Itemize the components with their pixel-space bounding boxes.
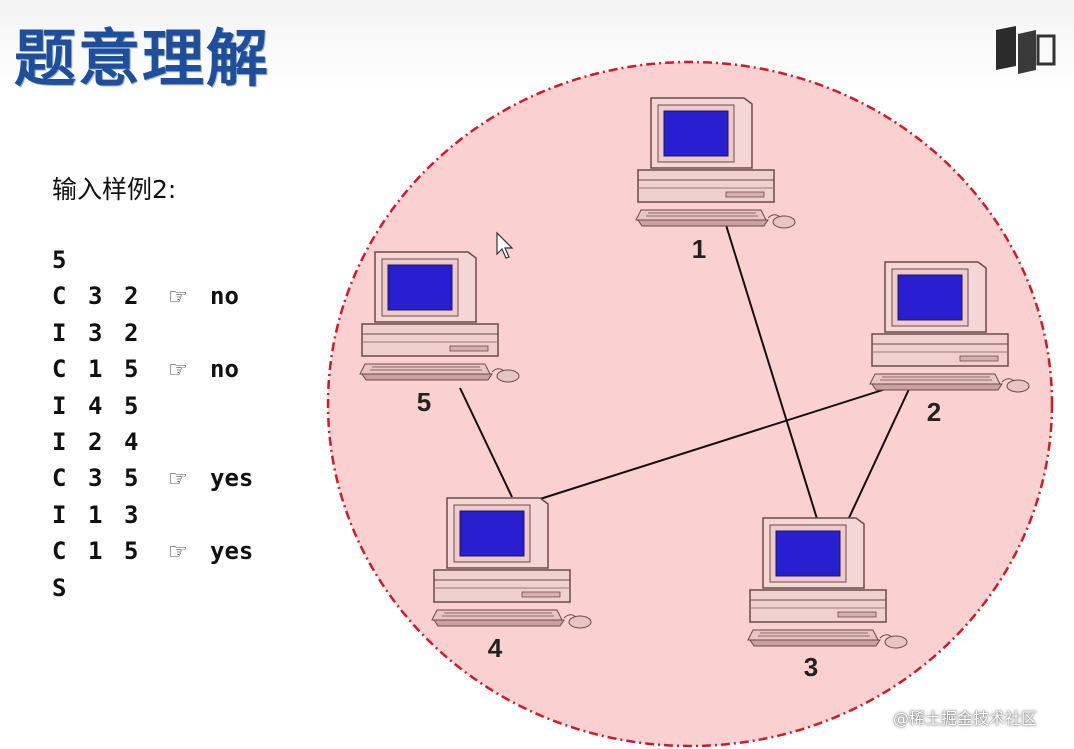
input-token: 5 [52,246,67,274]
input-token: C [52,355,67,384]
input-token: 2 [124,318,139,347]
input-token: C [52,464,67,493]
expected-answer: yes [210,537,254,566]
pointing-hand-icon: ☞ [168,285,188,311]
node-label: 4 [488,633,503,663]
pointing-hand-icon: ☞ [168,467,188,493]
pointing-hand-icon: ☞ [168,358,188,384]
network-node-5: 5 [359,251,520,417]
input-token: 4 [124,427,139,456]
input-token: 3 [88,318,103,347]
pointing-hand-icon: ☞ [168,540,188,566]
expected-answer: no [210,355,239,384]
input-token: 1 [88,355,103,384]
network-node-3: 3 [747,517,908,682]
expected-answer: yes [210,464,254,493]
input-token: 1 [88,537,103,566]
input-token: 5 [124,355,139,384]
input-token: 5 [124,464,139,493]
input-token: I [52,427,67,456]
input-token: 3 [124,500,139,529]
network-node-1: 1 [635,97,796,264]
sample-input-heading: 输入样例2: [52,175,177,204]
input-token: S [52,573,67,602]
expected-answer: no [210,282,239,311]
input-token: I [52,391,67,420]
input-token: 2 [88,427,103,456]
input-token: 3 [88,464,103,493]
network-link-4-5 [459,387,513,498]
input-token: C [52,282,67,311]
mouse-cursor-icon [496,231,514,259]
network-link-2-3 [847,386,911,521]
input-token: 2 [124,282,139,311]
network-link-2-4 [539,386,893,500]
input-token: C [52,537,67,566]
network-node-2: 2 [869,261,1030,427]
node-label: 5 [417,387,431,417]
book-logo-icon [996,26,1056,74]
watermark: @稀土掘金技术社区 [893,709,1038,728]
node-label: 3 [804,652,818,682]
input-token: I [52,318,67,347]
input-token: I [52,500,67,529]
input-token: 1 [88,500,103,529]
input-line: S [52,570,253,606]
input-token: 5 [124,537,139,566]
input-line: 5 [52,242,253,278]
network-node-4: 4 [431,497,592,663]
slide-title: 题意理解 [14,22,271,95]
input-token: 4 [88,391,103,420]
input-token: 5 [124,391,139,420]
input-token: 3 [88,282,103,311]
node-label: 2 [927,397,941,427]
network-link-1-3 [725,224,819,523]
node-label: 1 [692,234,706,264]
